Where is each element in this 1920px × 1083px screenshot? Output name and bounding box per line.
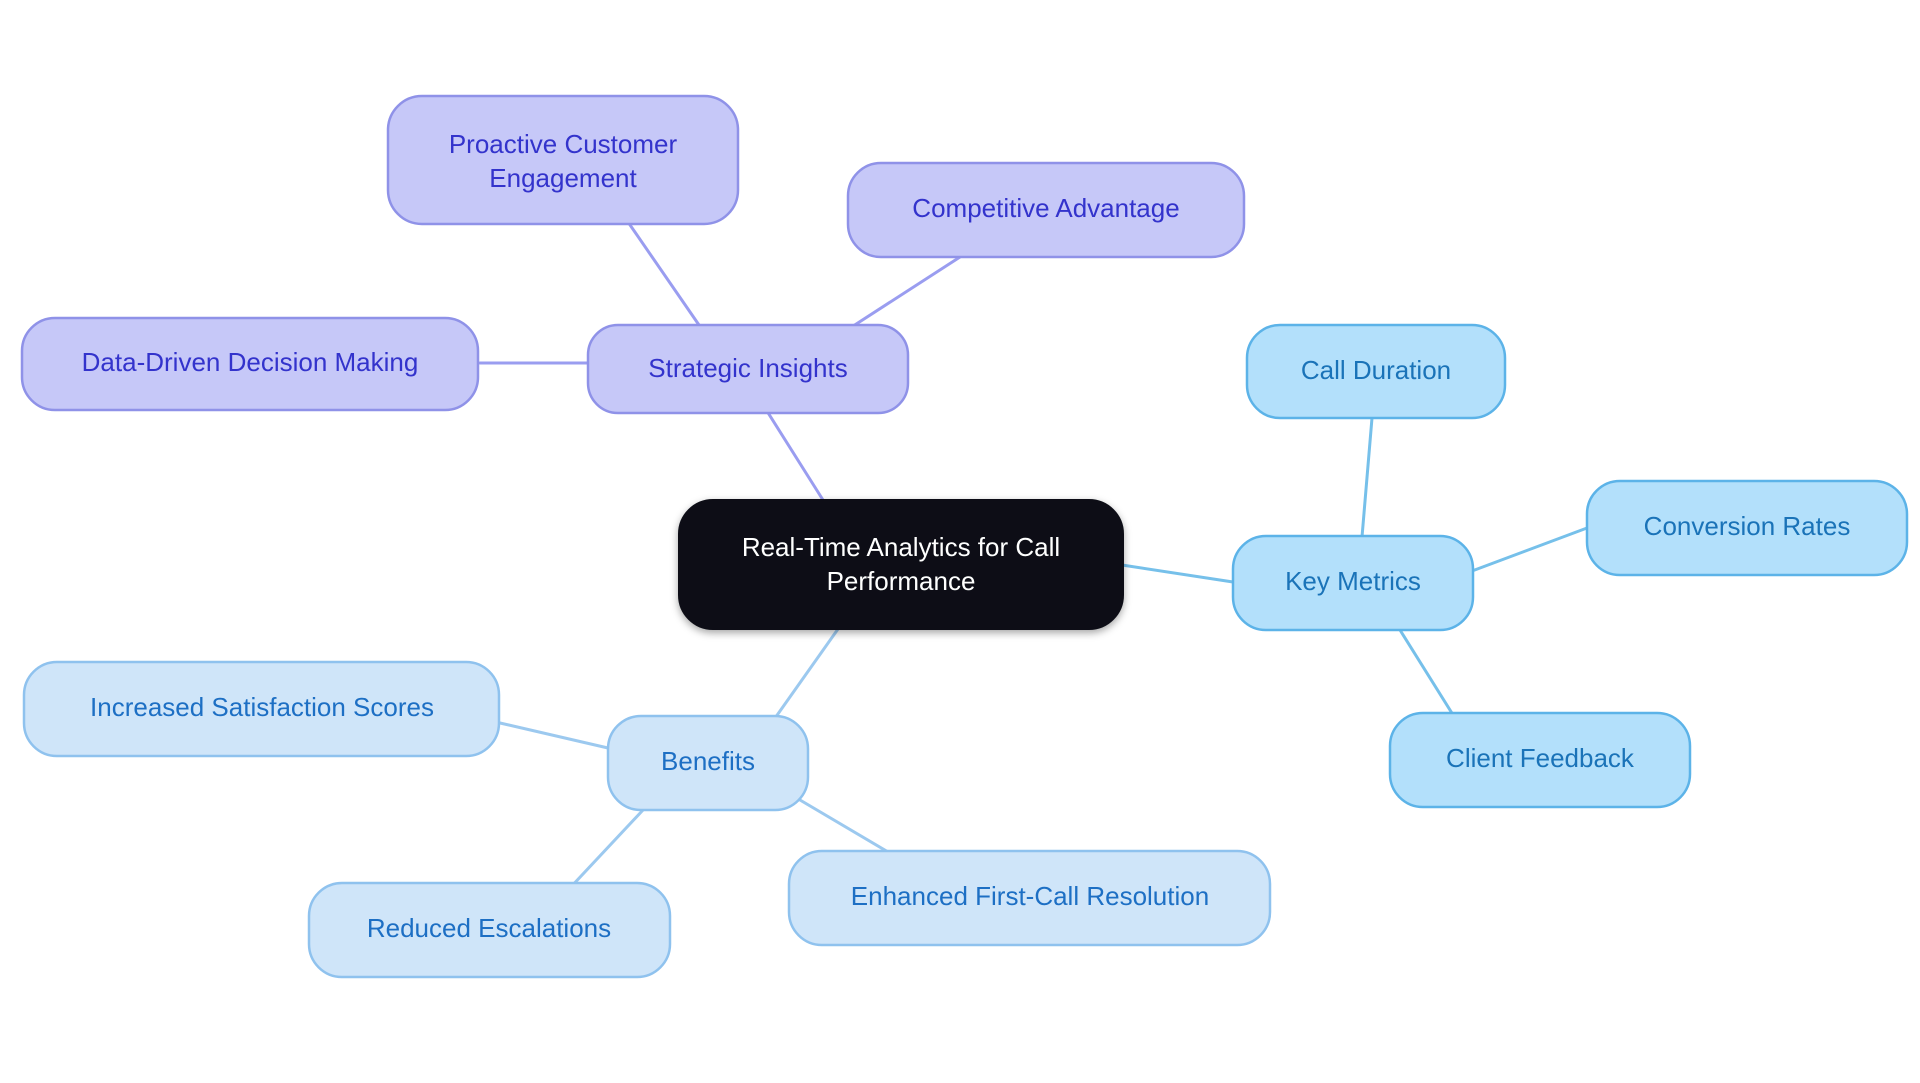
node-client-feedback-shape [1388, 711, 1692, 809]
node-benefits-label: Benefits [661, 746, 755, 776]
node-strategic-insights-label: Strategic Insights [648, 353, 847, 383]
node-root-shape [678, 499, 1124, 630]
edge-root-strategic-insights [758, 398, 825, 502]
edge-benefits-increased-satisfaction-scores [498, 721, 610, 750]
node-competitive-advantage-label: Competitive Advantage [912, 193, 1179, 223]
node-data-driven-decision-making-label: Data-Driven Decision Making [82, 347, 419, 377]
edge-layer [478, 220, 1589, 892]
edge-strategic-insights-proactive-customer-engagement [626, 220, 701, 327]
node-reduced-escalations[interactable]: Reduced Escalations [307, 881, 672, 979]
node-benefits-shape [606, 714, 810, 812]
node-call-duration-label: Call Duration [1301, 355, 1451, 385]
node-enhanced-first-call-resolution-label: Enhanced First-Call Resolution [851, 881, 1209, 911]
node-conversion-rates[interactable]: Conversion Rates [1585, 479, 1909, 577]
node-competitive-advantage-shape [846, 161, 1246, 259]
edge-benefits-reduced-escalations [566, 808, 645, 892]
node-client-feedback-label: Client Feedback [1446, 743, 1635, 773]
node-increased-satisfaction-scores-shape [22, 660, 501, 758]
node-proactive-customer-engagement-label-line2: Engagement [489, 163, 637, 193]
node-strategic-insights[interactable]: Strategic Insights [586, 323, 910, 415]
node-key-metrics-shape [1231, 534, 1475, 632]
edge-key-metrics-conversion-rates [1470, 526, 1589, 573]
node-key-metrics[interactable]: Key Metrics [1231, 534, 1475, 632]
node-benefits[interactable]: Benefits [606, 714, 810, 812]
node-root-label-line1: Real-Time Analytics for Call [742, 532, 1060, 562]
node-reduced-escalations-shape [307, 881, 672, 979]
node-enhanced-first-call-resolution-shape [787, 849, 1272, 947]
node-call-duration[interactable]: Call Duration [1245, 323, 1507, 420]
node-root[interactable]: Real-Time Analytics for Call Performance [678, 499, 1124, 630]
node-competitive-advantage[interactable]: Competitive Advantage [846, 161, 1246, 259]
node-call-duration-shape [1245, 323, 1507, 420]
node-proactive-customer-engagement[interactable]: Proactive Customer Engagement [386, 94, 740, 226]
edge-strategic-insights-competitive-advantage [845, 255, 962, 332]
edge-key-metrics-call-duration [1360, 416, 1374, 539]
node-increased-satisfaction-scores[interactable]: Increased Satisfaction Scores [22, 660, 501, 758]
node-data-driven-decision-making[interactable]: Data-Driven Decision Making [20, 316, 480, 412]
node-data-driven-decision-making-shape [20, 316, 480, 412]
node-key-metrics-label: Key Metrics [1285, 566, 1421, 596]
edge-root-key-metrics [1120, 563, 1235, 584]
edge-root-benefits [766, 627, 840, 730]
node-strategic-insights-shape [586, 323, 910, 415]
node-enhanced-first-call-resolution[interactable]: Enhanced First-Call Resolution [787, 849, 1272, 947]
node-proactive-customer-engagement-shape [386, 94, 740, 226]
node-client-feedback[interactable]: Client Feedback [1388, 711, 1692, 809]
node-root-label-line2: Performance [827, 566, 976, 596]
node-increased-satisfaction-scores-label: Increased Satisfaction Scores [90, 692, 434, 722]
node-conversion-rates-shape [1585, 479, 1909, 577]
node-proactive-customer-engagement-label-line1: Proactive Customer [449, 129, 678, 159]
node-reduced-escalations-label: Reduced Escalations [367, 913, 611, 943]
node-conversion-rates-label: Conversion Rates [1644, 511, 1851, 541]
